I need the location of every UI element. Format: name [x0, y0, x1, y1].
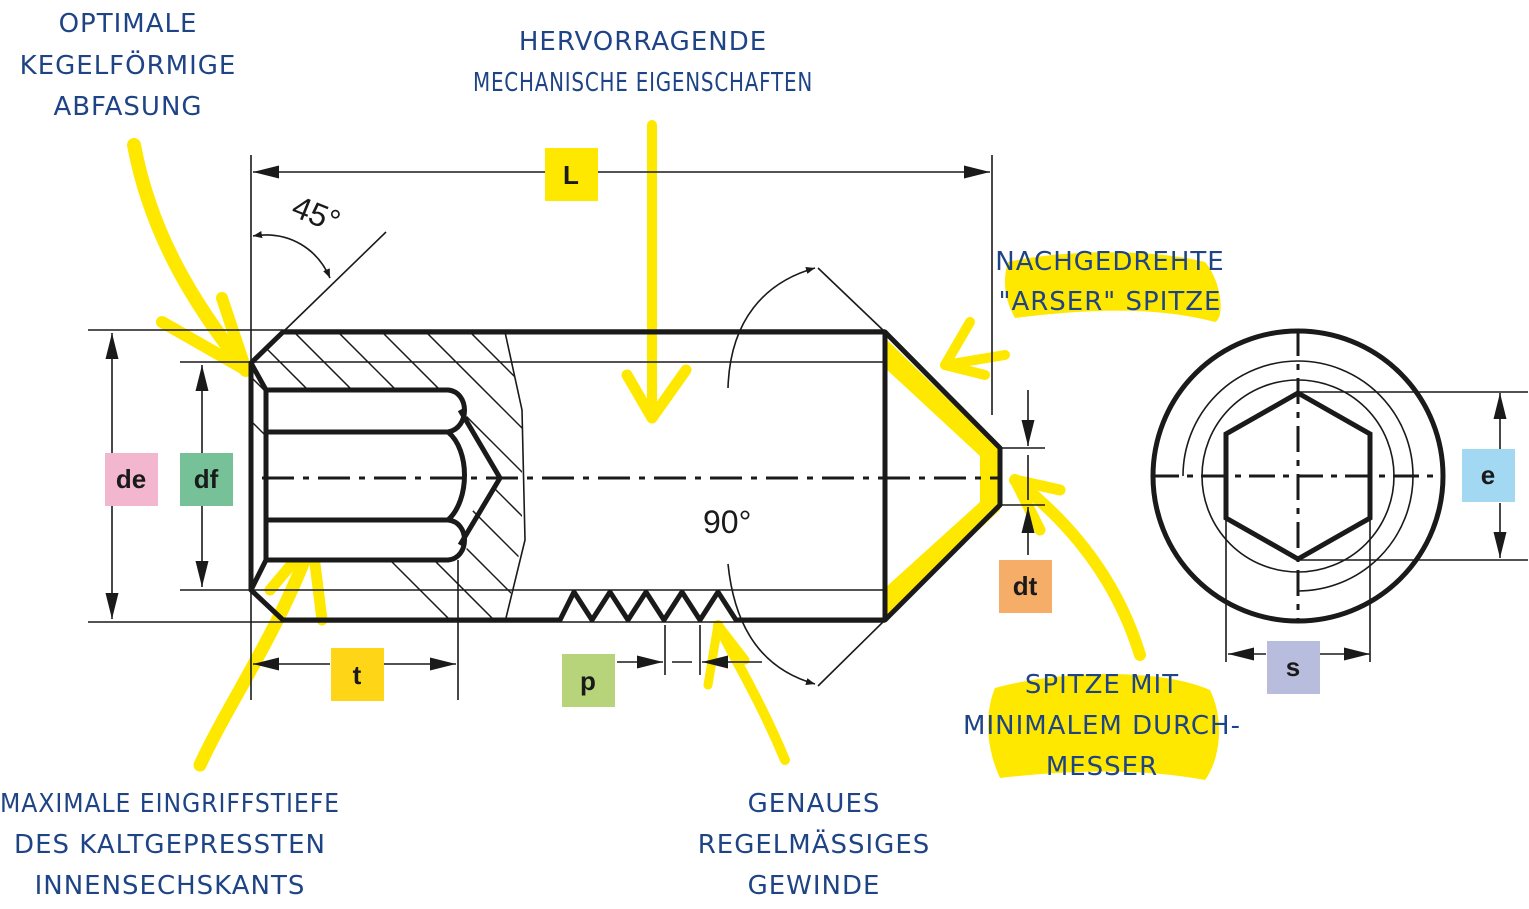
label-L: L	[545, 148, 598, 201]
dimension-arrows	[105, 165, 1507, 671]
svg-text:e: e	[1481, 460, 1495, 490]
hex-depth-highlight-arrow	[193, 533, 319, 772]
svg-text:df: df	[194, 464, 219, 494]
annotation-arser-tip: NACHGEDREHTE "ARSER" SPITZE	[995, 247, 1224, 317]
angle-45: 45°	[287, 188, 345, 240]
svg-text:DES KALTGEPRESSTEN: DES KALTGEPRESSTEN	[14, 830, 326, 860]
min-tip-highlight-arrow	[1009, 474, 1146, 661]
svg-text:GEWINDE: GEWINDE	[748, 871, 881, 901]
svg-text:p: p	[580, 666, 596, 696]
hatch-line	[457, 332, 522, 622]
hatch-line	[590, 320, 910, 640]
svg-text:MESSER: MESSER	[1046, 752, 1158, 782]
svg-text:"ARSER" SPITZE: "ARSER" SPITZE	[998, 287, 1221, 317]
svg-text:KEGELFÖRMIGE: KEGELFÖRMIGE	[20, 49, 237, 81]
label-df: df	[180, 453, 233, 506]
annotation-mechanical: HERVORRAGENDE MECHANISCHE EIGENSCHAFTEN	[473, 27, 813, 98]
screw-outline	[248, 329, 1003, 623]
label-t: t	[331, 648, 384, 701]
angle-90: 90°	[703, 504, 751, 540]
svg-text:GENAUES: GENAUES	[748, 789, 881, 819]
hatch-line	[369, 332, 522, 622]
svg-text:dt: dt	[1013, 571, 1038, 601]
hatch-line	[413, 332, 522, 622]
hatch-line	[546, 320, 866, 640]
svg-text:INNENSECHSKANTS: INNENSECHSKANTS	[35, 871, 306, 901]
svg-text:ABFASUNG: ABFASUNG	[53, 92, 202, 122]
svg-text:REGELMÄSSIGES: REGELMÄSSIGES	[698, 828, 931, 860]
min-tip-text-brush	[988, 674, 1220, 780]
svg-text:de: de	[116, 464, 146, 494]
chamfer-highlight-arrow	[127, 138, 253, 377]
arser-text-brush	[1004, 252, 1221, 322]
svg-text:NACHGEDREHTE: NACHGEDREHTE	[995, 247, 1224, 277]
label-p: p	[562, 654, 615, 707]
annotation-chamfer: OPTIMALE KEGELFÖRMIGE ABFASUNG	[20, 9, 237, 122]
end-view	[1150, 328, 1528, 662]
svg-text:MINIMALEM DURCH-: MINIMALEM DURCH-	[963, 711, 1241, 741]
svg-text:SPITZE MIT: SPITZE MIT	[1025, 670, 1179, 700]
svg-text:MECHANISCHE EIGENSCHAFTEN: MECHANISCHE EIGENSCHAFTEN	[473, 68, 813, 98]
label-dt: dt	[999, 560, 1052, 613]
construction-lines	[88, 155, 1045, 700]
label-s: s	[1267, 641, 1320, 694]
svg-text:OPTIMALE: OPTIMALE	[59, 9, 198, 39]
svg-text:MAXIMALE EINGRIFFSTIEFE: MAXIMALE EINGRIFFSTIEFE	[0, 789, 340, 819]
label-de: de	[105, 453, 158, 506]
hatch-line	[501, 332, 522, 622]
annotation-thread: GENAUES REGELMÄSSIGES GEWINDE	[698, 789, 931, 901]
label-e: e	[1462, 449, 1515, 502]
svg-text:s: s	[1286, 652, 1300, 682]
annotation-hex-depth: MAXIMALE EINGRIFFSTIEFE DES KALTGEPRESST…	[0, 789, 340, 901]
annotation-min-tip: SPITZE MIT MINIMALEM DURCH- MESSER	[963, 670, 1241, 782]
svg-text:t: t	[353, 660, 362, 690]
svg-text:HERVORRAGENDE: HERVORRAGENDE	[519, 27, 767, 57]
svg-text:L: L	[563, 160, 579, 190]
